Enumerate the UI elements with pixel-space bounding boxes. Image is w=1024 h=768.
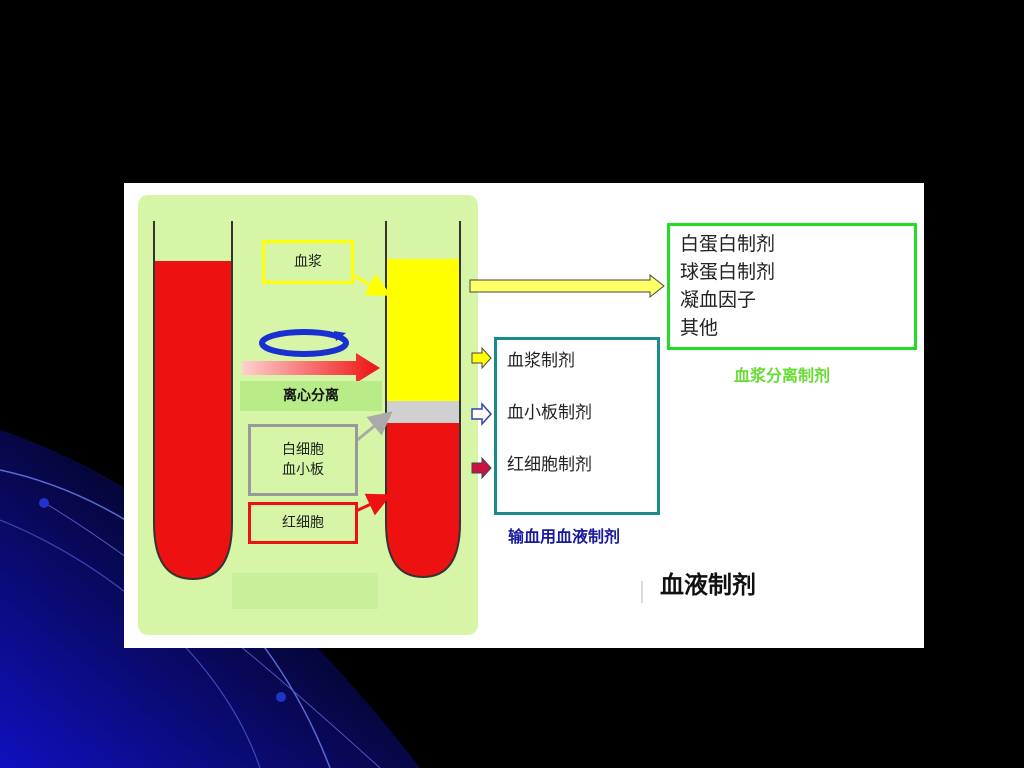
arrow-right-icon <box>242 353 380 383</box>
plasma-to-fraction-arrow <box>469 273 665 299</box>
left-test-tube <box>153 221 233 581</box>
platelet-product-item: 血小板制剂 <box>507 403 592 423</box>
transfusion-products-box: 血浆制剂 血小板制剂 红细胞制剂 <box>494 337 660 515</box>
albumin-item: 白蛋白制剂 <box>680 233 776 255</box>
plasma-fraction-box: 白蛋白制剂 球蛋白制剂 凝血因子 其他 <box>667 223 917 350</box>
buffy-connector <box>355 411 393 443</box>
rbc-label: 红细胞 <box>282 515 324 531</box>
plasma-product-item: 血浆制剂 <box>507 351 575 371</box>
right-test-tube <box>385 221 461 579</box>
plasma-label: 血浆 <box>294 254 322 270</box>
wbc-label: 白细胞 <box>282 442 324 458</box>
rbc-layer <box>386 423 460 577</box>
main-title: 血液制剂 <box>660 571 756 599</box>
other-item: 其他 <box>680 317 719 339</box>
globulin-item: 球蛋白制剂 <box>680 261 776 283</box>
platelet-label: 血小板 <box>282 462 324 478</box>
diagram-panel: 血浆 离心分离 白细胞 血小板 红细胞 血浆制剂 血小板制剂 红细胞制剂 输血用… <box>124 183 924 648</box>
transfusion-caption: 输血用血液制剂 <box>508 527 621 546</box>
clotting-factor-item: 凝血因子 <box>680 289 757 311</box>
wbc-platelet-label-box: 白细胞 血小板 <box>248 424 358 496</box>
decor-dot <box>276 692 286 702</box>
arrow-right-icon <box>471 346 492 370</box>
green-shade <box>232 573 378 609</box>
centrifuge-label-bg <box>240 381 382 411</box>
centrifuge-rotation-icon <box>259 329 349 357</box>
rbc-connector <box>355 493 392 516</box>
buffy-coat-layer <box>386 401 460 423</box>
arrow-right-icon <box>471 402 493 426</box>
centrifuge-label: 离心分离 <box>240 381 382 411</box>
decor-dot <box>39 498 49 508</box>
plasma-connector <box>353 273 392 296</box>
plasma-fraction-caption: 血浆分离制剂 <box>734 366 831 385</box>
plasma-layer <box>386 259 460 401</box>
arrow-right-icon <box>471 456 492 480</box>
whole-blood-fill <box>154 261 232 579</box>
diagram-graphics <box>138 195 665 635</box>
plasma-label-box: 血浆 <box>262 240 354 284</box>
rbc-product-item: 红细胞制剂 <box>507 455 592 475</box>
centrifuge-text: 离心分离 <box>283 388 339 404</box>
rbc-label-box: 红细胞 <box>248 502 358 544</box>
